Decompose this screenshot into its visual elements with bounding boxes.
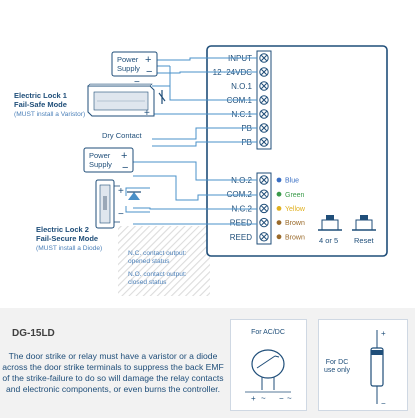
wire-color-label: Brown (285, 234, 305, 241)
power-supply-2-label-2: Supply (89, 160, 112, 169)
wire-color-label: Green (285, 192, 305, 199)
terminal-screw (259, 123, 269, 133)
terminal-screw (259, 217, 269, 228)
button-4-or-5-label: 4 or 5 (319, 236, 338, 245)
lock-1-title-2: Fail-Safe Mode (14, 100, 67, 109)
diode-illustration: + − For DC use only (324, 329, 386, 408)
power-supply-1: Power Supply + − (111, 51, 158, 78)
wire-color-label: Brown (285, 220, 305, 227)
terminal-label: N.O.1 (231, 82, 252, 91)
electric-lock-2-device (95, 179, 120, 229)
diode-card: + − For DC use only (318, 319, 408, 411)
wire-color-dot (276, 177, 282, 183)
terminal-screw (259, 53, 269, 63)
diode-symbol (127, 191, 141, 200)
no-contact-note-2: closed status (128, 279, 167, 286)
terminal-screw (259, 203, 269, 214)
suppression-description: The door strike or relay must have a var… (2, 351, 224, 394)
wiring-diagram: INPUT12~24VDCN.O.1COM.1N.C.1PBPBN.O.2COM… (14, 45, 388, 296)
varistor-symbol (158, 90, 166, 104)
power-supply-1-label-2: Supply (117, 64, 140, 73)
terminal-screw (259, 175, 269, 185)
lock-2-note: (MUST install a Diode) (36, 245, 102, 252)
terminal-screw (259, 81, 269, 91)
reset-button-label: Reset (354, 236, 375, 245)
terminal-label: REED (230, 219, 252, 228)
power-supply-1-plus: + (145, 54, 151, 66)
nc-contact-note-1: N.C. contact output: (128, 250, 186, 257)
lock-1-minus-sign: − (134, 77, 140, 88)
varistor-ac-2: ~ (287, 394, 292, 403)
terminal-label: REED (230, 233, 252, 242)
lock-2-minus-sign: − (118, 209, 124, 220)
terminal-screw (259, 67, 269, 77)
lock-2-title-1: Electric Lock 2 (36, 225, 89, 234)
terminal-screw (259, 137, 269, 147)
model-name: DG-15LD (12, 328, 55, 339)
lock-1-plus-sign: + (144, 108, 150, 119)
lock-1-note: (MUST install a Varistor) (14, 111, 85, 118)
wire-color-dot (276, 191, 282, 197)
electric-lock-1-device (87, 83, 155, 117)
power-supply-1-label-1: Power (117, 55, 139, 64)
power-supply-1-minus: − (146, 66, 152, 78)
diode-card-title-2: use only (324, 367, 351, 374)
diode-plus: + (381, 329, 386, 338)
diode-minus: − (381, 399, 386, 408)
diode-card-title-1: For DC (326, 359, 349, 366)
terminal-screw (259, 189, 269, 199)
varistor-ac: ~ (261, 394, 266, 403)
contact-status-area (118, 226, 210, 296)
power-supply-2: Power Supply + − (83, 147, 134, 174)
wiring-lines (125, 57, 257, 225)
wire-color-dot (276, 234, 282, 240)
nc-contact-note-2: opened status (128, 258, 170, 265)
lock-1-title-1: Electric Lock 1 (14, 91, 67, 100)
power-supply-2-plus: + (121, 150, 127, 162)
wire-color-label: Yellow (285, 206, 306, 213)
varistor-card: For AC/DC + ~ − ~ (230, 319, 307, 411)
dry-contact-label: Dry Contact (102, 131, 143, 140)
terminal-block-top (256, 50, 272, 150)
bottom-panel: DG-15LD The door strike or relay must ha… (0, 308, 415, 418)
varistor-minus: − (279, 394, 284, 403)
power-supply-2-minus: − (122, 162, 128, 174)
terminal-screw (259, 95, 269, 105)
terminal-screw (259, 109, 269, 119)
varistor-card-title: For AC/DC (251, 329, 285, 336)
lock-2-plus-sign: + (118, 186, 124, 197)
lock-2-title-2: Fail-Secure Mode (36, 234, 98, 243)
wire-color-dot (276, 206, 282, 211)
power-supply-2-label-1: Power (89, 151, 111, 160)
reset-button[interactable] (352, 215, 376, 231)
controller-box (206, 45, 388, 257)
wire-color-label: Blue (285, 178, 299, 185)
no-contact-note-1: N.O. contact output: (128, 271, 187, 278)
wire-color-dot (276, 220, 282, 226)
terminal-block-bottom (256, 172, 272, 245)
terminal-screw (259, 232, 269, 242)
varistor-illustration: For AC/DC + ~ − ~ (245, 329, 292, 403)
button-4-or-5[interactable] (318, 215, 342, 231)
varistor-plus: + (251, 394, 256, 403)
